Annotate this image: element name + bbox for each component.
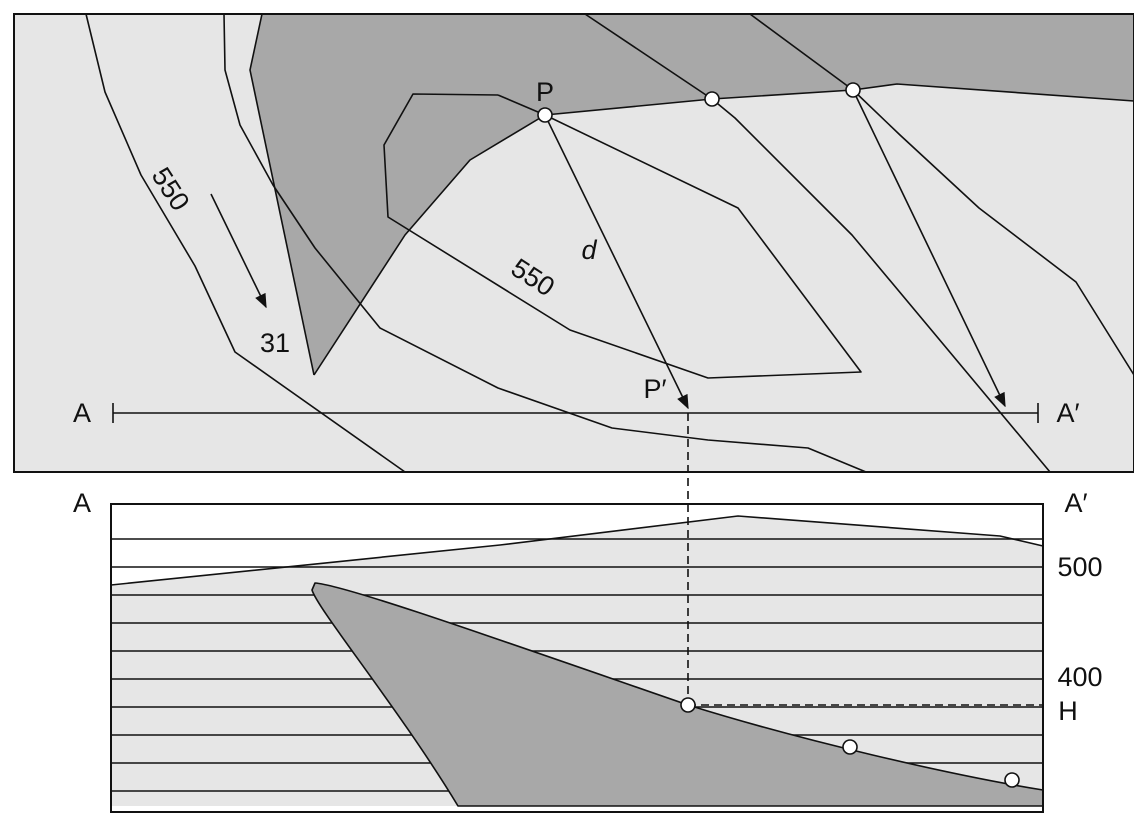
- map-frame: [13, 13, 1134, 473]
- outcrop-boundary-upper: [313, 83, 1134, 376]
- cross-section-frame: [110, 503, 1044, 813]
- map-panel: P d P′ 550 550 31 A A′: [13, 13, 1134, 473]
- point-p-marker: [537, 107, 553, 123]
- point-right-marker: [845, 82, 861, 98]
- height-h-label: H: [1058, 696, 1078, 726]
- point-middle-marker: [704, 91, 720, 107]
- profile-end-label: A′: [1064, 488, 1087, 518]
- section-end-label-map: A′: [1056, 398, 1079, 428]
- terrain-profile-fill: [111, 516, 1043, 806]
- section-point-p-prime: [680, 697, 696, 713]
- outcrop-dark-layer: [250, 14, 1134, 375]
- projection-arrow-right: [852, 89, 1006, 408]
- contour-line-550-left: [85, 13, 406, 473]
- point-p-prime-label: P′: [643, 374, 666, 404]
- contour-line-left-of-p: [497, 94, 546, 116]
- terrain-profile-line: [110, 515, 1044, 586]
- dipping-layer-fill: [311, 582, 1044, 807]
- contour-line-second-left: [223, 13, 867, 473]
- profile-start-label: A: [73, 488, 91, 518]
- point-p-label: P: [536, 77, 554, 107]
- outcrop-boundary-left: [249, 13, 315, 376]
- cross-section-panel: A A′ 500 400 H: [73, 413, 1103, 813]
- dip-direction-arrow: [210, 193, 267, 309]
- contour-line-right: [749, 13, 1134, 376]
- dip-value-label: 31: [260, 328, 290, 358]
- section-start-label-map: A: [73, 398, 91, 428]
- elevation-500-label: 500: [1057, 552, 1102, 582]
- section-point-middle: [842, 739, 858, 755]
- section-point-right: [1004, 772, 1020, 788]
- contour-line-550-closed-lobe: [383, 93, 862, 379]
- distance-d-label: d: [581, 235, 597, 265]
- projection-arrow-d: [544, 114, 689, 410]
- elevation-400-label: 400: [1057, 662, 1102, 692]
